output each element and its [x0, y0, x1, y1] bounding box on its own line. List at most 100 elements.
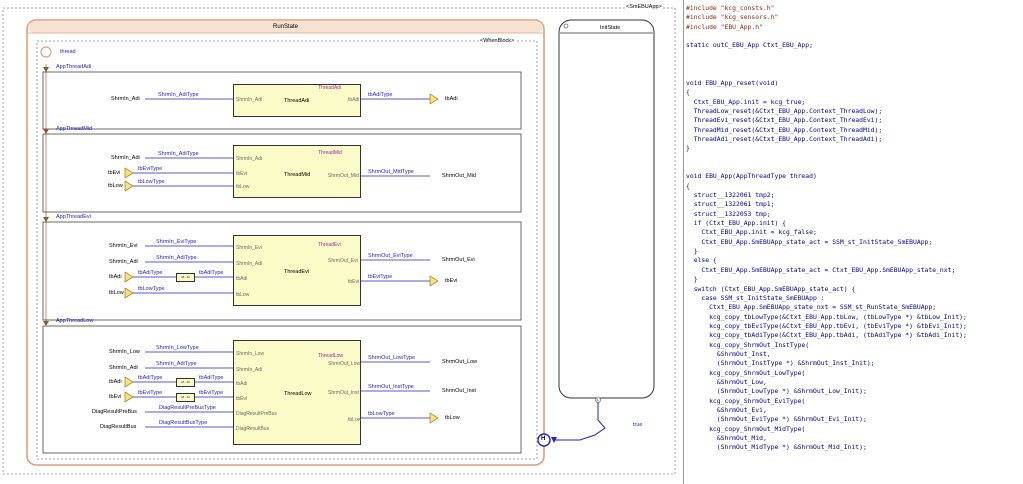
block-thread-low[interactable]: ThreadLow ThreadLow ShrmIn_Low ShrmIn_Ad… [233, 340, 361, 445]
block-thread-adi[interactable]: ThreadAdi ThreadAdi ShrmIn_Adi tbAdi [233, 84, 361, 117]
code-line: Ctxt_EBU_App.SmEBUApp_state_nxt = SSM_st… [686, 303, 937, 312]
code-line: #include "kcg_sensors.h" [686, 13, 779, 22]
code-line: } [686, 144, 690, 153]
port-low-in1: ShrmIn_Low [236, 351, 265, 357]
mid-in3-var: tbLow [108, 183, 123, 189]
code-line: &ShrmOut_Mid, [686, 434, 767, 443]
mid-in3-signal: tbLowType [138, 179, 165, 185]
code-line: ThreadEvi_reset(&Ctxt_EBU_App.Context_Th… [686, 116, 883, 125]
low-out3-var: tbLow [445, 415, 460, 421]
port-evi-in2: ShrmIn_Adi [236, 261, 263, 267]
code-line: kcg_copy_tbLowType(&Ctxt_EBU_App.tbLow, … [686, 312, 967, 321]
block-thread-evi-name: ThreadEvi [284, 269, 310, 275]
low-in4-signal: tbEviType [138, 390, 163, 396]
port-low-in5: DiagResultPreBus [236, 411, 277, 417]
evi-out1-var: ShrmOut_Evi [442, 257, 475, 263]
block-thread-adi-title: ThreadAdi [318, 85, 342, 91]
run-state-title[interactable]: RunState [273, 24, 299, 30]
code-line: } [686, 247, 698, 256]
code-panel[interactable]: #include "kcg_consts.h"#include "kcg_sen… [683, 0, 1023, 484]
low-in5-var: DiagResultPreBus [92, 409, 137, 415]
port-evi-out2: tbEvi [348, 279, 360, 285]
low-out1-var: ShrmOut_Low [442, 359, 478, 365]
code-line: Ctxt_EBU_App.SmEBUApp_state_act = SSM_st… [686, 237, 933, 246]
low-out2-signal: ShrmOut_InstType [368, 384, 414, 390]
code-line: ThreadAdi_reset(&Ctxt_EBU_App.Context_Th… [686, 134, 883, 143]
code-line: kcg_copy_ShrmOut_MidType( [686, 424, 806, 433]
evi-cast-block[interactable]: M→M [176, 273, 195, 282]
port-evi-in4: tbLow [236, 292, 250, 298]
code-line: ThreadLow_reset(&Ctxt_EBU_App.Context_Th… [686, 106, 883, 115]
section-label-evi[interactable]: AppThreadEvi [56, 214, 91, 220]
adi-output-var: tbAdi [445, 96, 458, 102]
low-in1-var: ShrmIn_Low [109, 349, 140, 355]
transition-guard: true [633, 422, 643, 428]
low-out1-signal: ShrmOut_LowType [368, 355, 416, 361]
adi-input-var: ShrmIn_Adi [111, 96, 140, 102]
code-line: Ctxt_EBU_App.init = kcg_true; [686, 97, 806, 106]
code-line: #include "kcg_consts.h" [686, 4, 775, 12]
history-junction-icon[interactable]: H [541, 436, 546, 442]
low-in3-signal-2: tbAdiType [199, 375, 224, 381]
code-line: (ShrmOut_LowType *) &ShrmOut_Low_Init); [686, 387, 867, 396]
evi-in3-signal-2: tbAdiType [199, 270, 224, 276]
block-thread-mid-name: ThreadMid [284, 172, 311, 178]
mid-in2-signal: tbEviType [138, 166, 163, 172]
block-thread-mid[interactable]: ThreadMid ThreadMid ShrmIn_Adi tbEvi tbL… [233, 145, 361, 198]
code-line: void EBU_App_reset(void) [686, 78, 779, 87]
code-line: (ShrmOut_MidType *) &ShrmOut_Mid_Init); [686, 443, 867, 452]
code-line: static outC_EBU_App Ctxt_EBU_App; [686, 41, 813, 50]
low-out3-signal: tbLowType [368, 411, 395, 417]
evi-in4-var: tbLow [109, 290, 124, 296]
evi-out2-var: tbEvi [445, 278, 458, 284]
port-low-in4: tbEvi [236, 396, 248, 402]
code-line: kcg_copy_ShrmOut_InstType( [686, 340, 810, 349]
when-block-tag: <WhenBlock> [479, 38, 516, 44]
low-in2-signal: ShrmIn_AdiType [156, 361, 197, 367]
code-line: case SSM_st_InitState_SmEBUApp : [686, 293, 825, 302]
code-line: (ShrmOut_InstType *) &ShrmOut_Inst_Init)… [686, 359, 875, 368]
evi-in4-signal: tbLowType [138, 286, 165, 292]
port-out-adi: tbAdi [348, 97, 360, 103]
adi-output-signal: tbAdiType [368, 92, 393, 98]
code-line: switch (Ctxt_EBU_App.SmEBUApp_state_act)… [686, 284, 856, 293]
low-cast-block-2[interactable]: M→M [176, 393, 195, 402]
port-low-in3: tbAdi [236, 381, 248, 387]
code-line: struct__1322061 tmp2; [686, 191, 775, 199]
port-mid-out: ShrmOut_Mid [328, 173, 359, 179]
block-thread-evi[interactable]: ThreadEvi ThreadEvi ShrmIn_Evi ShrmIn_Ad… [233, 235, 361, 306]
low-in3-var: tbAdi [109, 379, 122, 385]
code-line: &ShrmOut_Evi, [686, 406, 767, 415]
low-cast-block-1[interactable]: M→M [176, 378, 195, 387]
section-label-low[interactable]: AppThreadLow [56, 318, 94, 324]
port-low-out1: ShrmOut_Low [328, 361, 360, 367]
port-evi-in3: tbAdi [236, 276, 248, 282]
port-mid-in1: ShrmIn_Adi [236, 156, 263, 162]
port-low-in6: DiagResultBus [236, 426, 270, 432]
code-line: &ShrmOut_Inst, [686, 349, 771, 358]
port-low-out2: ShrmOut_Inst [328, 390, 359, 396]
code-line: kcg_copy_ShrmOut_LowType( [686, 368, 806, 377]
block-thread-adi-name: ThreadAdi [284, 98, 310, 104]
code-line: Ctxt_EBU_App.SmEBUApp_state_act = Ctxt_E… [686, 265, 956, 274]
port-mid-in3: tbLow [236, 184, 250, 190]
mid-in2-var: tbEvi [108, 170, 121, 176]
evi-in1-var: ShrmIn_Evi [109, 243, 138, 249]
block-thread-evi-title: ThreadEvi [318, 242, 341, 248]
low-in2-var: ShrmIn_Adi [109, 365, 138, 371]
port-evi-in1: ShrmIn_Evi [236, 245, 262, 251]
section-label-mid[interactable]: AppThreadMid [56, 126, 93, 132]
section-label-adi[interactable]: AppThreadAdi [56, 64, 92, 70]
code-line: &ShrmOut_Low, [686, 378, 767, 386]
block-thread-low-title: ThreadLow [318, 353, 344, 359]
low-in6-var: DiagResultBus [100, 424, 137, 430]
mid-in1-signal: ShrmIn_AdiType [158, 151, 199, 157]
code-line: ThreadMid_reset(&Ctxt_EBU_App.Context_Th… [686, 125, 883, 134]
port-mid-in2: tbEvi [236, 171, 248, 177]
code-line: { [686, 181, 690, 190]
low-in5-signal: DiagResultPreBusType [159, 405, 216, 411]
evi-out1-signal: ShrmOut_EviType [368, 253, 413, 259]
init-state-title[interactable]: InitState [600, 25, 621, 31]
low-in3-signal: tbAdiType [138, 375, 163, 381]
mid-output-var: ShrmOut_Mid [442, 173, 476, 179]
